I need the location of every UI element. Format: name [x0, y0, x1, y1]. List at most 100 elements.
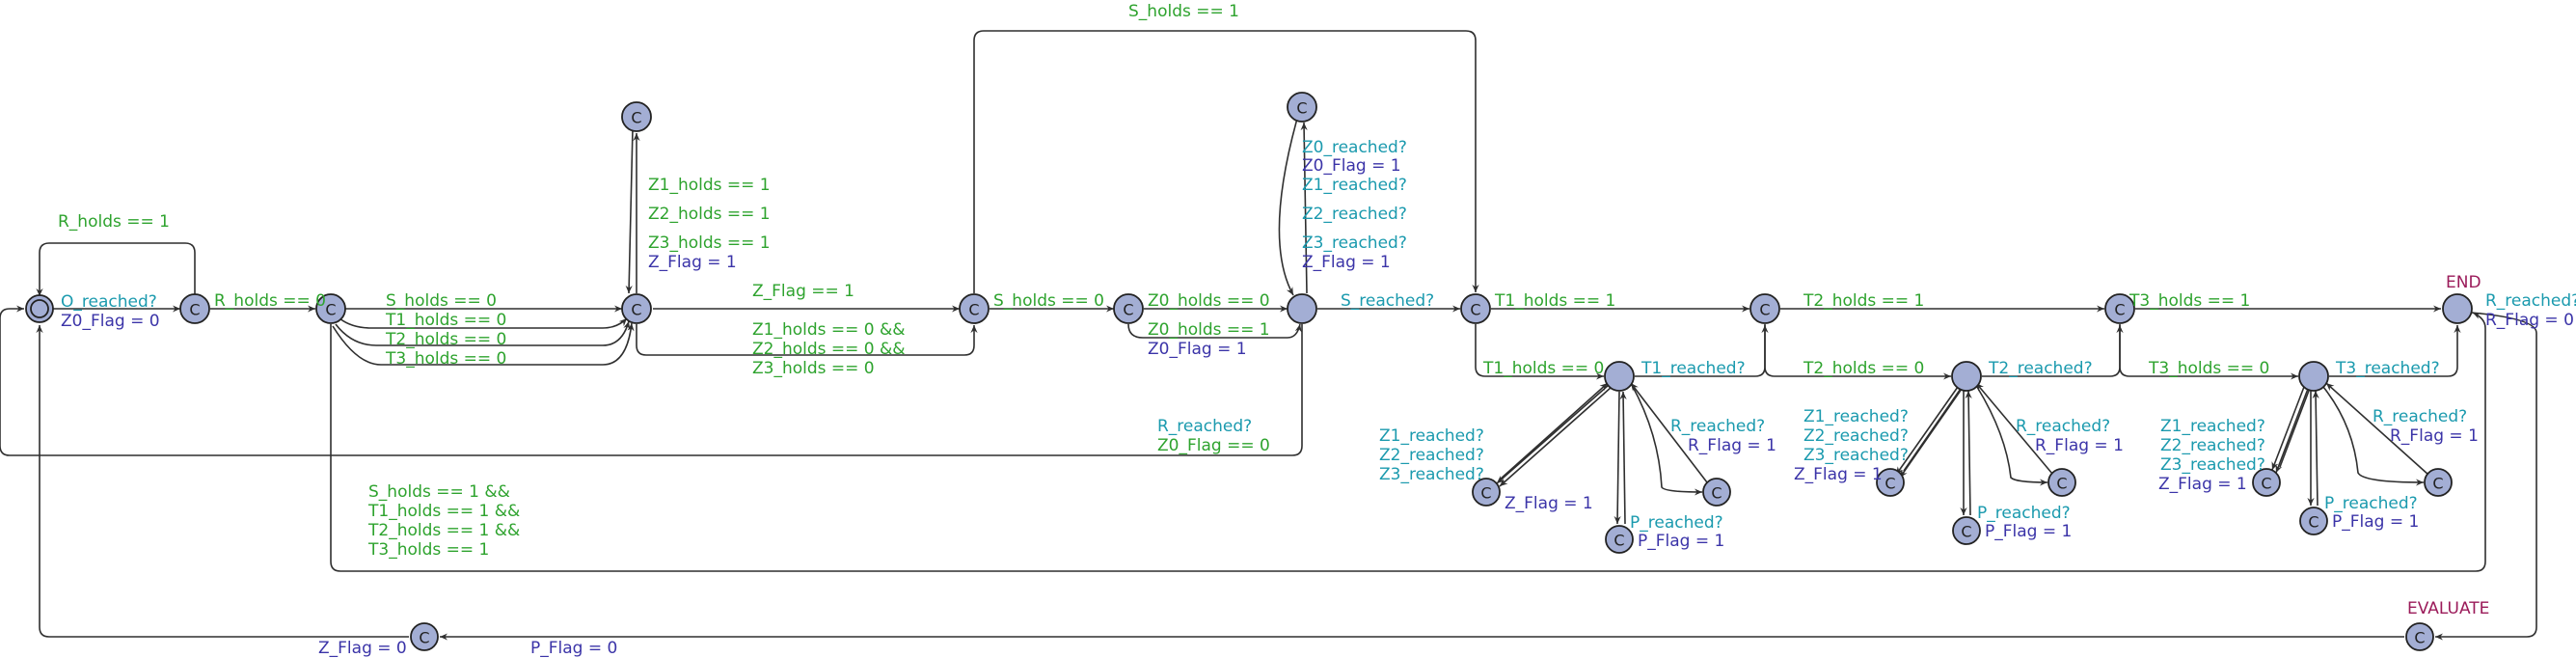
- committed-mark: C: [2056, 475, 2067, 493]
- edge-l2-l3-t1: [339, 317, 628, 329]
- assign-label: Z0_Flag = 0: [61, 312, 160, 331]
- committed-location-top-mid: C: [1287, 92, 1317, 123]
- guard-label: R_holds == 1: [58, 212, 170, 232]
- committed-location-5: C: [1113, 293, 1144, 324]
- edge-g2-r: [1976, 386, 2048, 486]
- edge-g1-z1: [1496, 384, 1610, 484]
- edge-g1-z2: [1499, 386, 1613, 487]
- assign-label: Z_Flag = 1: [648, 253, 737, 272]
- sync-label: R_reached?: [2373, 407, 2467, 426]
- sync-label: O_reached?: [61, 292, 157, 312]
- sync-label: T1_reached?: [1641, 359, 1746, 378]
- edge-l2-l3-t3: [332, 322, 635, 366]
- committed-mark: C: [419, 629, 429, 647]
- sync-label: T2_reached?: [1988, 359, 2093, 378]
- committed-mark: C: [2414, 629, 2425, 647]
- edge-g1-p: [1613, 391, 1621, 525]
- committed-mark: C: [1123, 301, 1133, 319]
- committed-location-g3-z: C: [2252, 468, 2281, 497]
- committed-location-1: C: [179, 293, 210, 324]
- committed-mark: C: [968, 301, 979, 319]
- edge-top-m-down: [1278, 118, 1298, 296]
- edge-r-holds-loop: [36, 242, 196, 304]
- assign-label: Z_Flag = 1: [1505, 494, 1593, 513]
- edge-g2-z1: [1895, 386, 1959, 476]
- committed-mark: C: [1885, 475, 1895, 493]
- labels: END EVALUATE R_holds == 1 O_reached? Z0_…: [58, 2, 2576, 658]
- sync-label: Z3_reached?: [2160, 455, 2265, 475]
- assign-label: P_Flag = 1: [1638, 532, 1724, 551]
- edge-g3-z1: [2271, 386, 2305, 471]
- committed-location-g2-r: C: [2047, 468, 2076, 497]
- committed-mark: C: [1613, 532, 1624, 550]
- guard-label: Z0_holds == 0: [1148, 291, 1270, 311]
- committed-location-4: C: [959, 293, 990, 324]
- sync-label: Z3_reached?: [1379, 465, 1484, 484]
- sync-label: P_reached?: [1977, 504, 2071, 523]
- guard-label: T2_holds == 1 &&: [367, 521, 520, 540]
- sync-label: Z2_reached?: [1379, 446, 1484, 465]
- guard-label: S_holds == 0: [386, 291, 497, 311]
- committed-location-g3-p: C: [2299, 507, 2328, 535]
- committed-location-g1-z: C: [1472, 478, 1501, 507]
- guard-label: T1_holds == 0: [1482, 359, 1604, 378]
- committed-location-n1: C: [1460, 293, 1491, 324]
- guard-label: T1_holds == 1: [1494, 291, 1615, 311]
- edge-l2-end: [330, 312, 2486, 572]
- guard-label: R_holds == 0: [214, 291, 326, 311]
- sync-label: S_reached?: [1341, 291, 1434, 311]
- sync-label: T3_reached?: [2335, 359, 2440, 378]
- guard-label: Z2_holds == 1: [648, 205, 771, 224]
- sync-label: P_reached?: [1630, 513, 1723, 533]
- sync-label: R_reached?: [2016, 417, 2110, 436]
- sync-label: Z2_reached?: [2160, 436, 2265, 455]
- edge-r-g2: [1975, 382, 2053, 475]
- committed-location-g2-z: C: [1876, 468, 1905, 497]
- edge-g1-r: [1631, 384, 1703, 496]
- sync-label: Z2_reached?: [1803, 426, 1909, 446]
- locations: C C C C C C C C C C C C C C C C C C C C …: [25, 92, 2473, 651]
- edge-l2-l3-t2: [335, 320, 631, 346]
- assign-label: Z0_Flag = 1: [1148, 340, 1247, 359]
- evaluate-location: C: [2405, 622, 2434, 651]
- sync-label: Z0_reached?: [1302, 138, 1407, 157]
- assign-label: Z_Flag = 1: [2158, 475, 2247, 494]
- committed-location-g2-p: C: [1952, 516, 1981, 545]
- assign-label: P_Flag = 1: [2332, 512, 2419, 532]
- committed-mark: C: [631, 109, 641, 127]
- edge-p-g1: [1619, 391, 1627, 525]
- hub-location-g1: [1604, 361, 1635, 392]
- sync-label: Z1_reached?: [1379, 426, 1484, 446]
- edge-n1-g1: [1475, 324, 1604, 380]
- committed-location-2: C: [315, 293, 346, 324]
- sync-label: Z1_reached?: [1803, 407, 1909, 426]
- edge-g3-r: [2322, 386, 2425, 486]
- normal-location-mid: [1287, 293, 1317, 324]
- end-location: [2442, 293, 2473, 324]
- edge-p-g3: [2312, 390, 2319, 507]
- guard-label: T3_holds == 0: [385, 349, 506, 369]
- edge-p-g2: [1965, 390, 1972, 516]
- committed-location-3: C: [621, 293, 652, 324]
- committed-mark: C: [1711, 484, 1722, 503]
- committed-location-top-left: C: [621, 101, 652, 132]
- committed-mark: C: [1961, 523, 1971, 541]
- sync-label: Z1_reached?: [1302, 176, 1407, 195]
- sync-label: R_reached?: [1670, 417, 1765, 436]
- guard-label: T1_holds == 1 &&: [367, 502, 520, 521]
- committed-mark: C: [2308, 513, 2318, 532]
- edge-r-g1: [1630, 382, 1708, 483]
- assign-label: R_Flag = 0: [2485, 311, 2574, 330]
- guard-label: T1_holds == 0: [385, 311, 506, 330]
- edge-l3-l4-zero: [636, 324, 978, 356]
- edge-z-init: [36, 325, 409, 638]
- guard-label: Z1_holds == 0 &&: [752, 320, 906, 340]
- assign-label: R_Flag = 1: [1688, 436, 1776, 455]
- committed-mark: C: [1470, 301, 1480, 319]
- guard-label: T3_holds == 0: [2148, 359, 2269, 378]
- assign-label: R_Flag = 1: [2390, 426, 2479, 446]
- committed-location-g1-p: C: [1605, 525, 1634, 554]
- guard-label: Z0_holds == 1: [1148, 320, 1270, 340]
- edge-m-top-up: [1300, 122, 1308, 294]
